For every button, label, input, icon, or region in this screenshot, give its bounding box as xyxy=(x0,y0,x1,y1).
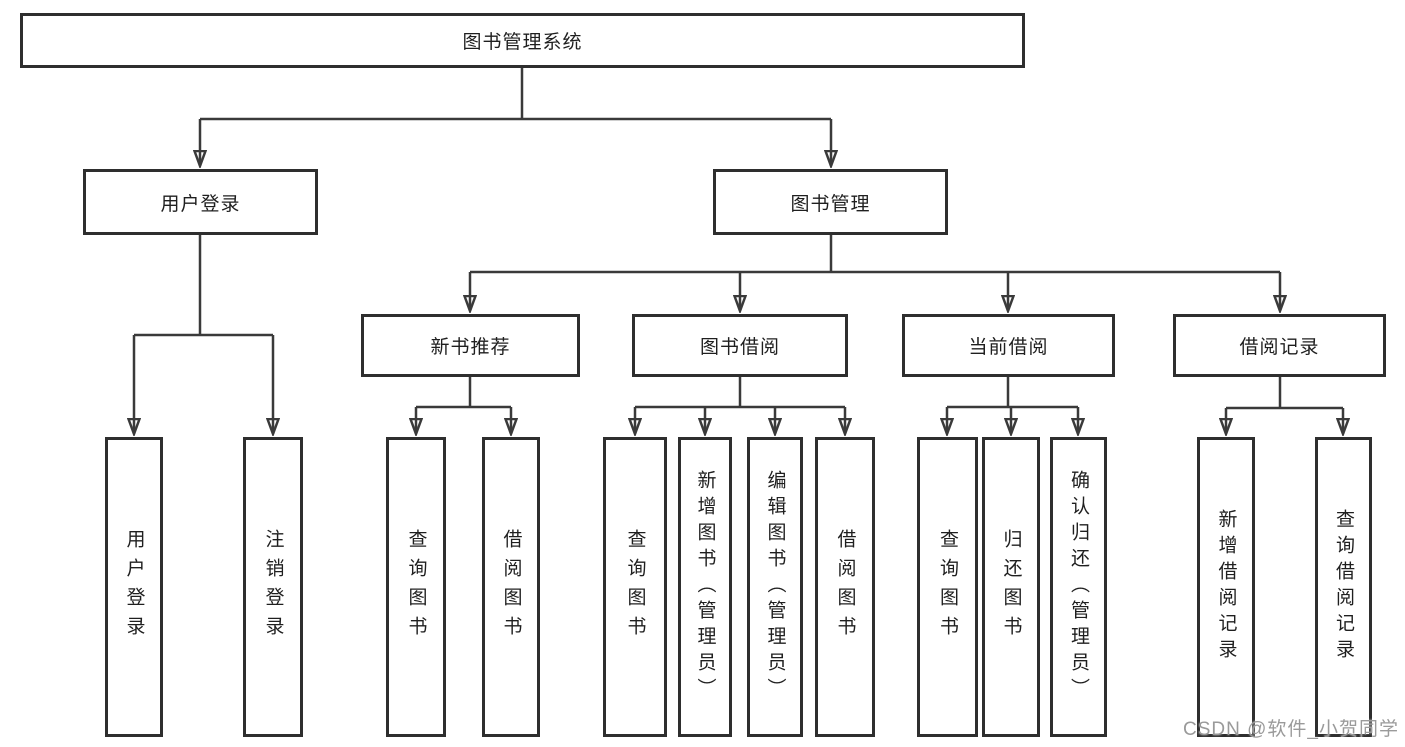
leaf-label: 归还图书 xyxy=(1000,529,1022,645)
leaf-label: 用户登录 xyxy=(123,529,145,645)
node-library-management-system: 图书管理系统 xyxy=(20,13,1025,68)
leaf-logout: 注销登录 xyxy=(243,437,303,737)
leaf-label: 查询图书 xyxy=(405,529,427,645)
leaf-label: 借阅图书 xyxy=(500,529,522,645)
leaf-label: 查询图书 xyxy=(624,529,646,645)
leaf-borrow-books-recommend: 借阅图书 xyxy=(482,437,540,737)
node-book-management: 图书管理 xyxy=(713,169,948,235)
node-current-borrow: 当前借阅 xyxy=(902,314,1115,377)
leaf-label: 借阅图书 xyxy=(834,529,856,645)
leaf-query-books-current: 查询图书 xyxy=(917,437,978,737)
node-user-login: 用户登录 xyxy=(83,169,318,235)
csdn-watermark: CSDN @软件_小贺同学 xyxy=(1183,719,1399,740)
connector-trunks xyxy=(134,68,1343,410)
leaf-query-books-borrow: 查询图书 xyxy=(603,437,667,737)
leaf-return-books: 归还图书 xyxy=(982,437,1040,737)
node-new-book-recommend: 新书推荐 xyxy=(361,314,580,377)
leaf-label: 查询借阅记录 xyxy=(1333,509,1354,665)
leaf-borrow-books: 借阅图书 xyxy=(815,437,875,737)
leaf-label: 新增借阅记录 xyxy=(1215,509,1237,665)
node-borrow-records: 借阅记录 xyxy=(1173,314,1386,377)
leaf-user-login: 用户登录 xyxy=(105,437,163,737)
leaf-add-books-admin: 新增图书（管理员） xyxy=(678,437,732,737)
leaf-label: 注销登录 xyxy=(262,529,284,645)
leaf-label: 新增图书（管理员） xyxy=(694,470,716,704)
node-book-borrow: 图书借阅 xyxy=(632,314,848,377)
leaf-confirm-return-admin: 确认归还（管理员） xyxy=(1050,437,1107,737)
leaf-add-borrow-record: 新增借阅记录 xyxy=(1197,437,1255,737)
leaf-label: 查询图书 xyxy=(937,529,958,645)
leaf-query-borrow-record: 查询借阅记录 xyxy=(1315,437,1372,737)
leaf-edit-books-admin: 编辑图书（管理员） xyxy=(747,437,803,737)
leaf-label: 编辑图书（管理员） xyxy=(764,470,786,704)
leaf-query-books-recommend: 查询图书 xyxy=(386,437,446,737)
leaf-label: 确认归还（管理员） xyxy=(1068,470,1089,704)
